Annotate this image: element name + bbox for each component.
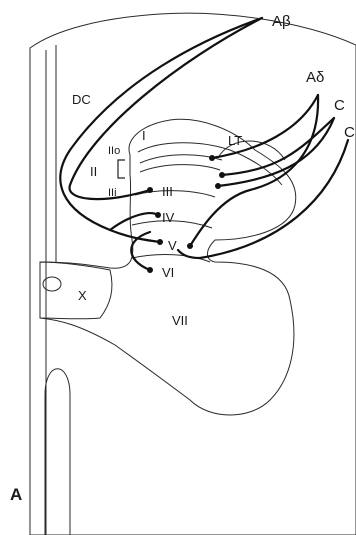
terminal-lamina-iii (147, 187, 153, 193)
label-lamina-iv: IV (162, 210, 175, 225)
label-lamina-iii-inner: IIi (108, 187, 117, 199)
label-lamina-v: V (168, 238, 177, 253)
a-beta-fiber (60, 18, 262, 242)
label-lamina-vi: VI (162, 265, 174, 280)
terminal-lamina-ii (215, 183, 221, 189)
label-lamina-ii: II (90, 164, 97, 179)
terminal-lamina-v (187, 243, 193, 249)
label-dc: DC (72, 92, 91, 107)
a-beta-branch-iii (70, 18, 262, 199)
terminal-lamina-vi (147, 267, 153, 273)
ventral-median-fissure (45, 369, 70, 535)
a-delta-fiber-1 (212, 95, 318, 158)
label-a-delta: Aδ (306, 69, 324, 86)
label-lt: LT (228, 133, 242, 148)
label-c-1: C (334, 97, 345, 114)
panel-label: A (10, 485, 22, 504)
c-fiber-2 (178, 140, 348, 258)
label-c-2: C (344, 124, 355, 141)
label-lamina-vii: VII (172, 313, 188, 328)
terminal-lt (209, 155, 215, 161)
lamina-ii-bracket (118, 160, 125, 178)
label-lamina-iii: III (162, 184, 173, 199)
lamina-ii-inner-boundary (140, 165, 220, 172)
terminal-lamina-iv (155, 212, 161, 218)
label-lamina-x: X (78, 288, 87, 303)
terminal-lamina-iv-b (157, 239, 163, 245)
terminal-lamina-i (219, 172, 225, 178)
label-lamina-i: I (142, 128, 146, 143)
label-a-beta: Aβ (272, 13, 291, 30)
label-lamina-iio: IIo (108, 145, 120, 157)
